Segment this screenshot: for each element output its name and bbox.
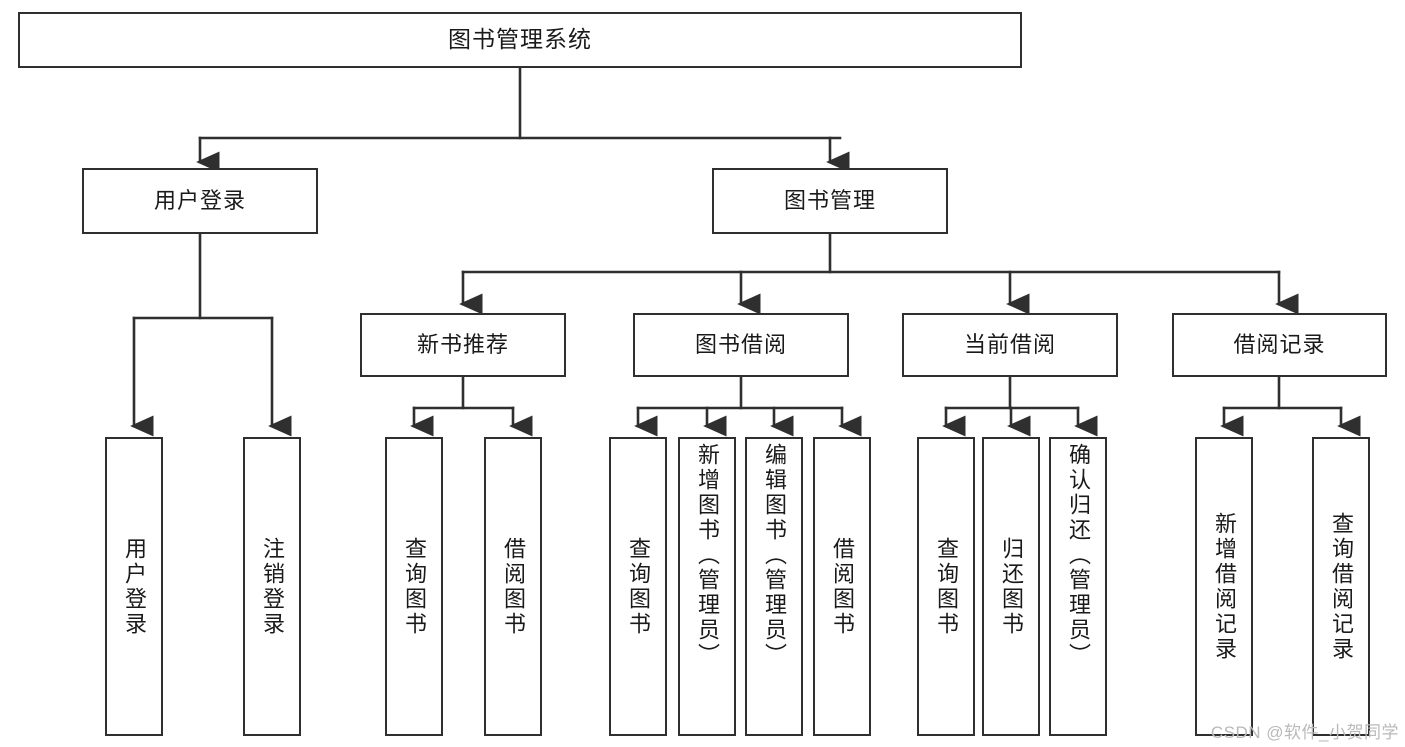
node-leaf-confirm-return[interactable]: 确认归还（管理员）	[1049, 437, 1107, 736]
node-borrow-record[interactable]: 借阅记录	[1172, 313, 1387, 377]
node-leaf-borrow-book-2[interactable]: 借阅图书	[813, 437, 871, 736]
node-leaf-edit-book-label: 编辑图书（管理员）	[762, 443, 787, 668]
node-root[interactable]: 图书管理系统	[18, 12, 1022, 68]
node-leaf-user-login-label: 用户登录	[122, 536, 147, 637]
node-leaf-query-record[interactable]: 查询借阅记录	[1312, 437, 1370, 736]
node-leaf-query-book-3-label: 查询图书	[934, 536, 959, 637]
node-current-borrow-label: 当前借阅	[963, 332, 1056, 358]
node-leaf-user-login[interactable]: 用户登录	[105, 437, 163, 736]
node-leaf-query-book-2-label: 查询图书	[626, 536, 651, 637]
node-leaf-add-book[interactable]: 新增图书（管理员）	[678, 437, 736, 736]
node-user-login-label: 用户登录	[153, 188, 246, 214]
node-book-manage-label: 图书管理	[783, 188, 876, 214]
node-book-borrow-label: 图书借阅	[694, 332, 787, 358]
node-leaf-query-book-1-label: 查询图书	[402, 536, 427, 637]
node-leaf-borrow-book-2-label: 借阅图书	[830, 536, 855, 637]
node-book-manage[interactable]: 图书管理	[712, 168, 948, 234]
node-book-borrow[interactable]: 图书借阅	[633, 313, 849, 377]
node-borrow-record-label: 借阅记录	[1233, 332, 1326, 358]
node-leaf-query-book-1[interactable]: 查询图书	[385, 437, 443, 736]
node-leaf-add-record[interactable]: 新增借阅记录	[1195, 437, 1253, 736]
node-leaf-logout[interactable]: 注销登录	[243, 437, 301, 736]
node-leaf-logout-label: 注销登录	[260, 536, 285, 637]
node-leaf-query-book-3[interactable]: 查询图书	[917, 437, 975, 736]
node-leaf-add-record-label: 新增借阅记录	[1212, 511, 1237, 662]
node-leaf-query-record-label: 查询借阅记录	[1329, 511, 1354, 662]
node-leaf-return-book-label: 归还图书	[999, 536, 1024, 637]
node-leaf-borrow-book-1-label: 借阅图书	[501, 536, 526, 637]
node-leaf-return-book[interactable]: 归还图书	[982, 437, 1040, 736]
node-leaf-confirm-return-label: 确认归还（管理员）	[1066, 443, 1091, 668]
node-leaf-borrow-book-1[interactable]: 借阅图书	[484, 437, 542, 736]
node-current-borrow[interactable]: 当前借阅	[902, 313, 1118, 377]
node-leaf-edit-book[interactable]: 编辑图书（管理员）	[745, 437, 803, 736]
node-user-login[interactable]: 用户登录	[82, 168, 318, 234]
node-new-book-rec-label: 新书推荐	[416, 332, 509, 358]
csdn-watermark: CSDN @软件_小贺同学	[1210, 723, 1399, 742]
node-leaf-add-book-label: 新增图书（管理员）	[695, 443, 720, 668]
node-leaf-query-book-2[interactable]: 查询图书	[609, 437, 667, 736]
node-new-book-rec[interactable]: 新书推荐	[360, 313, 566, 377]
node-root-label: 图书管理系统	[448, 26, 592, 53]
